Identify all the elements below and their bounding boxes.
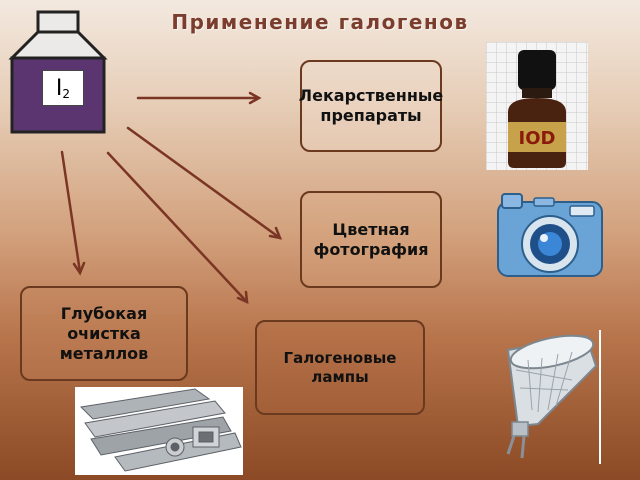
- camera-icon: [497, 193, 603, 277]
- iodine-bottle-image: IOD: [486, 42, 588, 170]
- iodine-bottle-label: IOD: [519, 128, 556, 149]
- application-photography-label: Цветная фотография: [313, 219, 429, 259]
- arrow-to-medicine: [136, 91, 262, 105]
- application-halogen-lamps-label: Галогеновые лампы: [283, 348, 397, 386]
- application-photography: Цветная фотография: [300, 191, 442, 288]
- application-medicine-label: Лекарственные препараты: [298, 86, 444, 125]
- flask-label-subscript: 2: [62, 87, 71, 101]
- arrow-to-metals: [60, 150, 86, 276]
- halogen-lamp-image: [506, 330, 601, 464]
- application-medicine: Лекарственные препараты: [298, 60, 444, 152]
- metal-profiles-image: [75, 387, 243, 475]
- flask-label-symbol: I: [55, 75, 63, 101]
- arrow-to-photography: [126, 126, 283, 240]
- application-metal-purification: Глубокая очистка металлов: [20, 286, 188, 381]
- slide-title: Применение галогенов: [171, 10, 469, 34]
- application-halogen-lamps: Галогеновые лампы: [255, 320, 425, 415]
- application-metal-purification-label: Глубокая очистка металлов: [59, 303, 149, 363]
- arrow-to-lamps: [106, 151, 249, 305]
